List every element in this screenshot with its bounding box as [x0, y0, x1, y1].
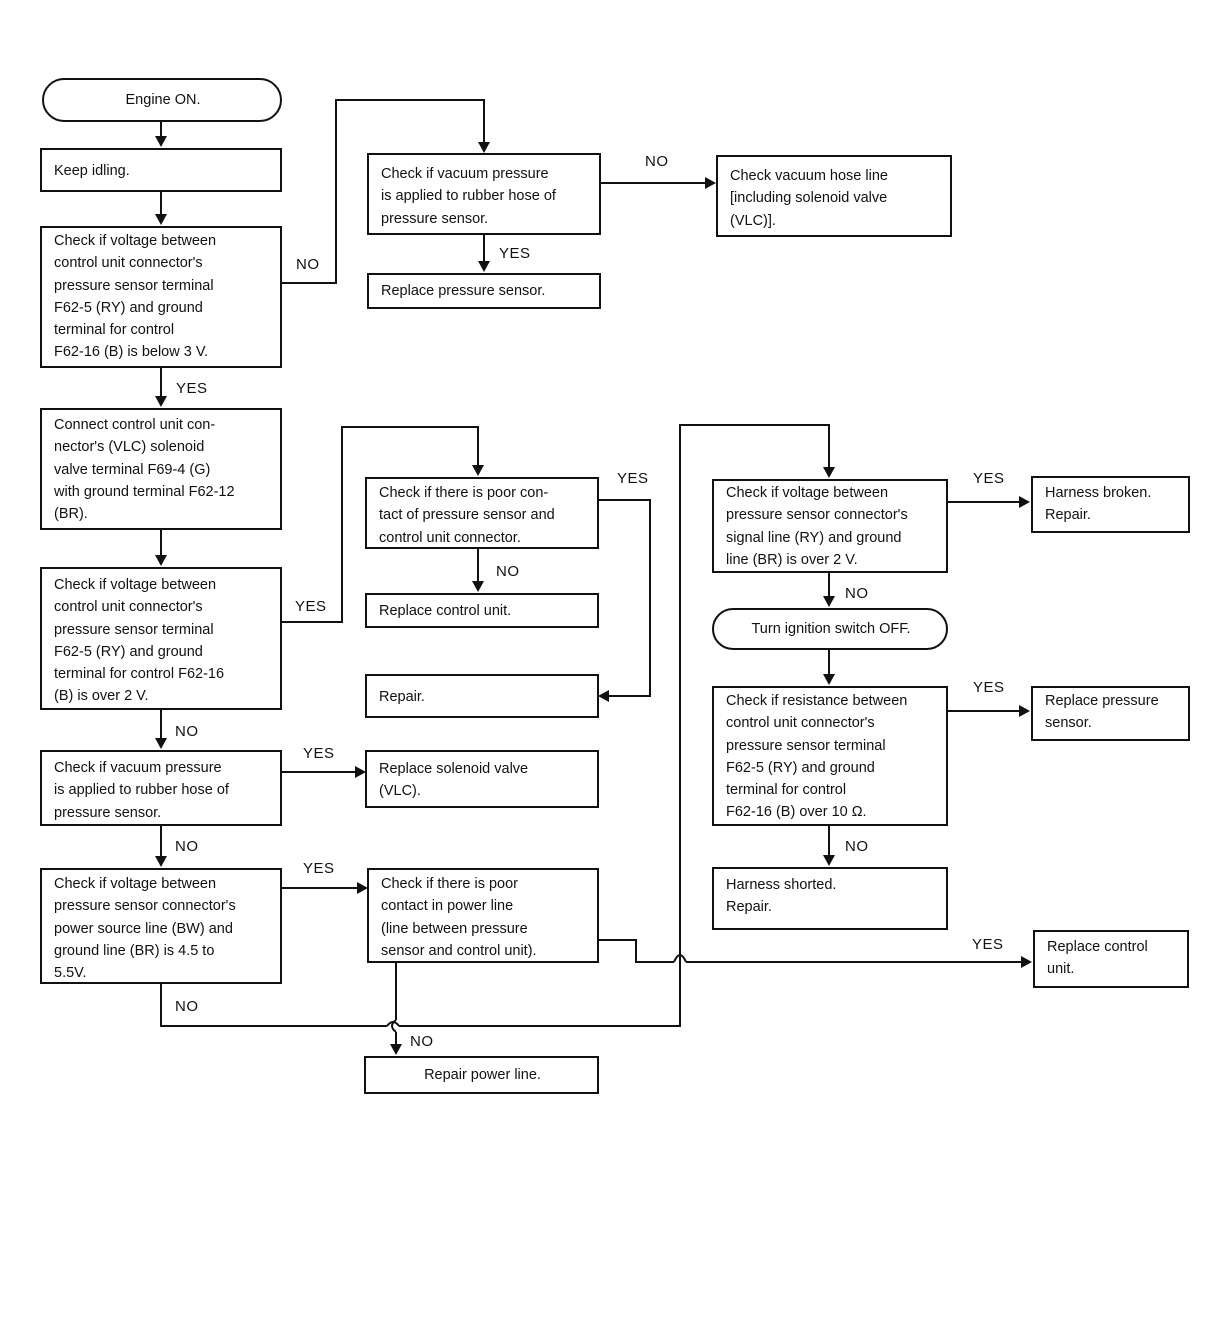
check-vacuum-top-node: Check if vacuum pressure is applied to r… — [367, 153, 601, 235]
edge-label-no: NO — [845, 585, 869, 602]
check-voltage-power-source-node: Check if voltage between pressure sensor… — [40, 868, 282, 984]
edge-label-yes: YES — [973, 679, 1005, 696]
edge-label-yes: YES — [303, 745, 335, 762]
replace-control-unit-right-node: Replace control unit. — [1033, 930, 1189, 988]
check-voltage-over-2v-node: Check if voltage between control unit co… — [40, 567, 282, 710]
check-poor-contact-power-node: Check if there is poor contact in power … — [367, 868, 599, 963]
harness-shorted-node: Harness shorted. Repair. — [712, 867, 948, 930]
edge-label-yes: YES — [295, 598, 327, 615]
repair-mid-node: Repair. — [365, 674, 599, 718]
edge-label-yes: YES — [176, 380, 208, 397]
edge-label-yes: YES — [303, 860, 335, 877]
repair-power-line-node: Repair power line. — [364, 1056, 599, 1094]
edge-label-no: NO — [410, 1033, 434, 1050]
edge-label-yes: YES — [499, 245, 531, 262]
connect-vlc-node: Connect control unit con- nector's (VLC)… — [40, 408, 282, 530]
check-signal-line-node: Check if voltage between pressure sensor… — [712, 479, 948, 573]
harness-broken-node: Harness broken. Repair. — [1031, 476, 1190, 533]
replace-pressure-sensor-top-node: Replace pressure sensor. — [367, 273, 601, 309]
edge-label-no: NO — [645, 153, 669, 170]
turn-ignition-off-node: Turn ignition switch OFF. — [712, 608, 948, 650]
edge-label-no: NO — [175, 723, 199, 740]
edge-label-no: NO — [496, 563, 520, 580]
keep-idling-node: Keep idling. — [40, 148, 282, 192]
check-resistance-node: Check if resistance between control unit… — [712, 686, 948, 826]
replace-solenoid-node: Replace solenoid valve (VLC). — [365, 750, 599, 808]
replace-control-unit-mid-node: Replace control unit. — [365, 593, 599, 628]
replace-pressure-sensor-right-node: Replace pressure sensor. — [1031, 686, 1190, 741]
edge-label-yes: YES — [617, 470, 649, 487]
check-voltage-below-3v-node: Check if voltage between control unit co… — [40, 226, 282, 368]
check-vacuum-hose-line-node: Check vacuum hose line [including soleno… — [716, 155, 952, 237]
edge-label-no: NO — [175, 838, 199, 855]
edge-label-no: NO — [175, 998, 199, 1015]
edge-label-yes: YES — [972, 936, 1004, 953]
check-vacuum-bottom-node: Check if vacuum pressure is applied to r… — [40, 750, 282, 826]
engine-on-node: Engine ON. — [42, 78, 282, 122]
edge-label-no: NO — [296, 256, 320, 273]
check-poor-contact-node: Check if there is poor con- tact of pres… — [365, 477, 599, 549]
edge-label-yes: YES — [973, 470, 1005, 487]
edge-label-no: NO — [845, 838, 869, 855]
